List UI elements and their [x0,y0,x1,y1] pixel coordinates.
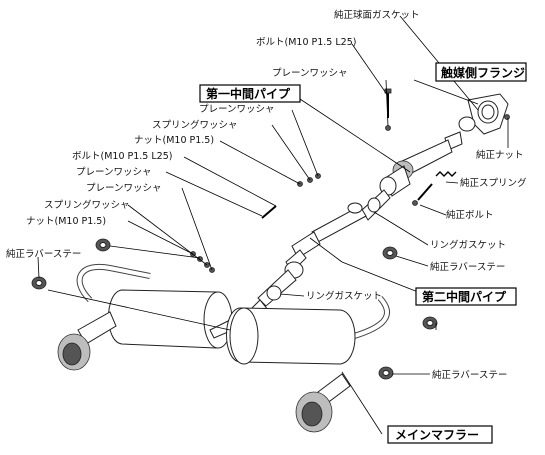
leader-lines [37,15,509,435]
label-plain-washer-4: プレーンワッシャ [86,183,162,194]
label-genuine-nut: 純正ナット [476,149,524,161]
second-pipe-box [415,287,517,306]
label-ring-gasket-2: リングガスケット [306,290,382,302]
label-ring-gasket-1: リングガスケット [430,239,506,251]
rubber-stay-left-part [31,276,47,290]
label-main-muffler: メインマフラー [395,428,479,442]
first-pipe-box [199,84,301,103]
rubber-stay-mid-part [382,246,398,260]
label-plain-washer-1: プレーンワッシャ [272,68,348,79]
label-bolt-mid: ボルト(M10 P1.5 L25) [72,151,172,162]
label-rubber-stay-right: 純正ラバーステー [432,369,507,381]
main-muffler-box [387,425,493,444]
genuine-spring-part [412,171,457,206]
catalyst-flange-box [435,62,527,82]
label-gasket-ball: 純正球面ガスケット [334,9,420,21]
label-catalyst-flange: 触媒側フランジ [441,65,525,80]
ring-gasket-1-part [367,197,381,213]
ring-gasket-2-part [266,285,282,301]
label-nut-2: ナット(M10 P1.5) [26,216,106,227]
label-plain-washer-2: プレーンワッシャ [199,104,275,115]
catalyst-flange-part [467,93,510,135]
label-plain-washer-3: プレーンワッシャ [76,167,152,178]
label-second-pipe: 第二中間パイプ [422,289,507,304]
label-bolt-top: ボルト(M10 P1.5 L25) [256,37,356,48]
label-nut-1: ナット(M10 P1.5) [134,135,214,146]
label-spring-washer-1: スプリングワッシャ [152,119,238,131]
main-muffler-part [226,295,390,433]
label-genuine-bolt: 純正ボルト [446,209,494,221]
label-first-pipe: 第一中間パイプ [206,86,291,101]
label-rubber-stay-mid: 純正ラバーステー [430,261,505,273]
fastener-set-mid [261,173,321,219]
rubber-stay-right-part [378,316,438,380]
muffler-left-part [57,263,243,371]
label-rubber-stay-left: 純正ラバーステー [6,248,81,260]
spherical-gasket-part [458,116,476,132]
rubber-stay-lower-left-part [95,238,111,252]
label-spring-washer-2: スプリングワッシャ [44,199,130,211]
label-genuine-spring: 純正スプリング [460,177,527,189]
